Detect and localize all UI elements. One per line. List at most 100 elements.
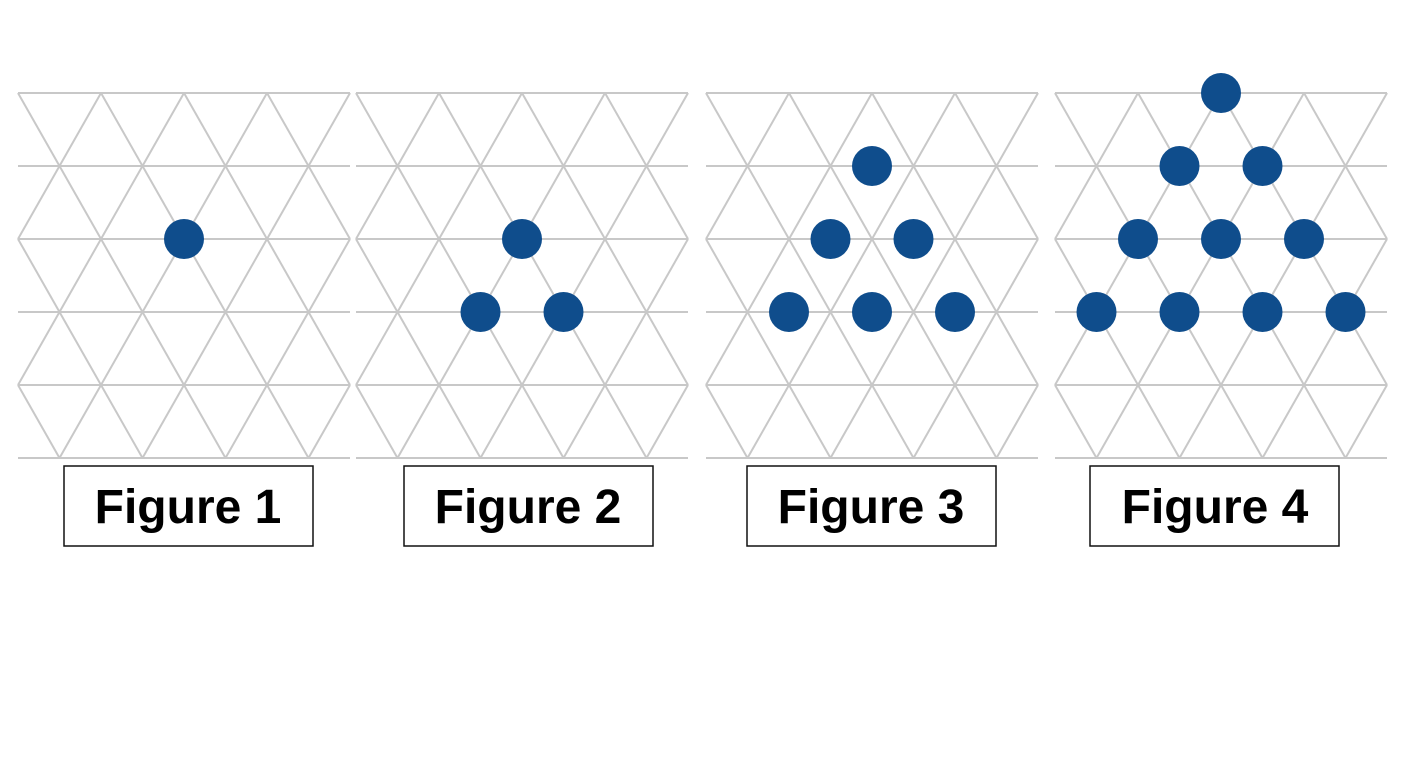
grid-line: [521, 92, 565, 167]
grid-line: [17, 238, 61, 313]
grid-line: [645, 238, 689, 313]
grid-line: [746, 92, 790, 167]
dot: [1159, 292, 1200, 332]
caption-box: [63, 465, 314, 547]
grid-line: [141, 384, 185, 459]
dot: [852, 146, 892, 186]
grid-line: [912, 165, 956, 240]
grid-line: [705, 238, 749, 313]
grid-line: [604, 384, 648, 459]
grid-line: [645, 311, 689, 386]
grid-line: [829, 92, 873, 167]
grid-line: [912, 92, 956, 167]
grid-line: [100, 311, 144, 386]
grid-line: [183, 92, 227, 167]
triangle-grid: [17, 92, 351, 459]
dot-pattern: [164, 219, 204, 259]
dot: [1284, 219, 1324, 259]
grid-line: [788, 165, 832, 240]
dot: [543, 292, 584, 332]
grid-line: [604, 165, 648, 240]
grid-line: [266, 384, 310, 459]
grid-line: [307, 238, 351, 313]
grid-line: [705, 92, 749, 167]
grid-line: [17, 311, 61, 386]
grid-line: [1054, 384, 1098, 459]
grid-line: [871, 165, 915, 240]
grid-line: [355, 238, 399, 313]
grid-line: [224, 92, 268, 167]
dot: [1325, 292, 1366, 332]
grid-line: [995, 92, 1039, 167]
grid-line: [746, 238, 790, 313]
grid-line: [954, 92, 998, 167]
dot: [1242, 146, 1283, 186]
grid-line: [355, 92, 399, 167]
grid-line: [58, 92, 102, 167]
panel-figure-4: Figure 4: [1054, 73, 1388, 547]
grid-line: [438, 165, 482, 240]
grid-line: [58, 238, 102, 313]
grid-line: [995, 238, 1039, 313]
grid-line: [912, 311, 956, 386]
grid-line: [604, 311, 648, 386]
grid-line: [17, 165, 61, 240]
caption-box: [746, 465, 997, 547]
grid-line: [479, 384, 523, 459]
grid-line: [100, 238, 144, 313]
grid-line: [1344, 92, 1388, 167]
grid-line: [355, 384, 399, 459]
grid-line: [396, 384, 440, 459]
grid-line: [521, 384, 565, 459]
dot: [852, 292, 892, 332]
grid-line: [871, 311, 915, 386]
caption-box: [1089, 465, 1340, 547]
grid-line: [995, 311, 1039, 386]
grid-line: [307, 311, 351, 386]
grid-line: [788, 92, 832, 167]
grid-line: [604, 238, 648, 313]
grid-line: [788, 311, 832, 386]
grid-line: [1054, 165, 1098, 240]
grid-line: [705, 311, 749, 386]
grid-line: [1303, 384, 1347, 459]
grid-line: [307, 92, 351, 167]
caption-box: [403, 465, 654, 547]
grid-line: [912, 238, 956, 313]
grid-line: [266, 92, 310, 167]
grid-line: [954, 384, 998, 459]
grid-line: [645, 165, 689, 240]
grid-line: [871, 238, 915, 313]
grid-line: [788, 384, 832, 459]
dot: [1242, 292, 1283, 332]
dot-pattern: [1076, 73, 1366, 332]
grid-line: [100, 384, 144, 459]
dot: [164, 219, 204, 259]
grid-line: [266, 238, 310, 313]
grid-line: [829, 165, 873, 240]
grid-line: [746, 165, 790, 240]
grid-line: [396, 311, 440, 386]
grid-line: [355, 165, 399, 240]
grid-line: [396, 238, 440, 313]
grid-line: [479, 92, 523, 167]
grid-line: [1137, 384, 1181, 459]
grid-line: [604, 92, 648, 167]
dot: [1076, 292, 1117, 332]
grid-line: [266, 311, 310, 386]
grid-line: [183, 311, 227, 386]
grid-line: [100, 165, 144, 240]
grid-line: [1220, 384, 1264, 459]
grid-line: [224, 384, 268, 459]
triangle-grid: [355, 92, 689, 459]
grid-line: [871, 92, 915, 167]
grid-line: [746, 384, 790, 459]
grid-line: [1303, 92, 1347, 167]
grid-line: [224, 165, 268, 240]
grid-line: [645, 384, 689, 459]
grid-line: [17, 92, 61, 167]
grid-line: [954, 311, 998, 386]
dot: [935, 292, 975, 332]
triangle-grid: [1054, 92, 1388, 459]
